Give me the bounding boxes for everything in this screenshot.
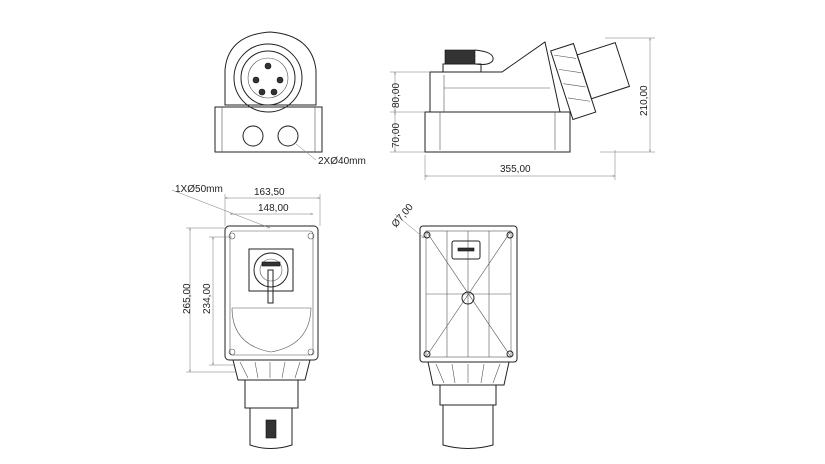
switch-handle <box>267 269 274 304</box>
dim-total-length: 355,00 <box>500 164 531 175</box>
dim-outer-height: 265,00 <box>182 283 193 314</box>
dim-lower-height: 70,00 <box>391 123 402 148</box>
dim-inner-width: 148,00 <box>258 203 289 214</box>
dim-outer-width: 163,50 <box>254 187 285 198</box>
dim-total-height: 210,00 <box>639 85 650 116</box>
dim-upper-height: 80,00 <box>391 83 402 108</box>
top-view: 163,50 148,00 265,00 234,00 1XØ50mm <box>171 184 320 449</box>
dim-inner-height: 234,00 <box>202 283 213 314</box>
gland-label: 1XØ50mm <box>175 184 223 195</box>
side-view: 80,00 70,00 210,00 355,00 <box>390 31 655 180</box>
gland-label: 2XØ40mm <box>318 156 366 167</box>
gland-hole <box>242 125 264 147</box>
plug-pins-icon <box>252 62 284 96</box>
gland-hole <box>277 125 299 147</box>
dim-hole-diameter: Ø7,00 <box>390 202 416 230</box>
front-view: 2XØ40mm <box>214 31 366 167</box>
rear-view: Ø7,00 <box>390 202 518 449</box>
